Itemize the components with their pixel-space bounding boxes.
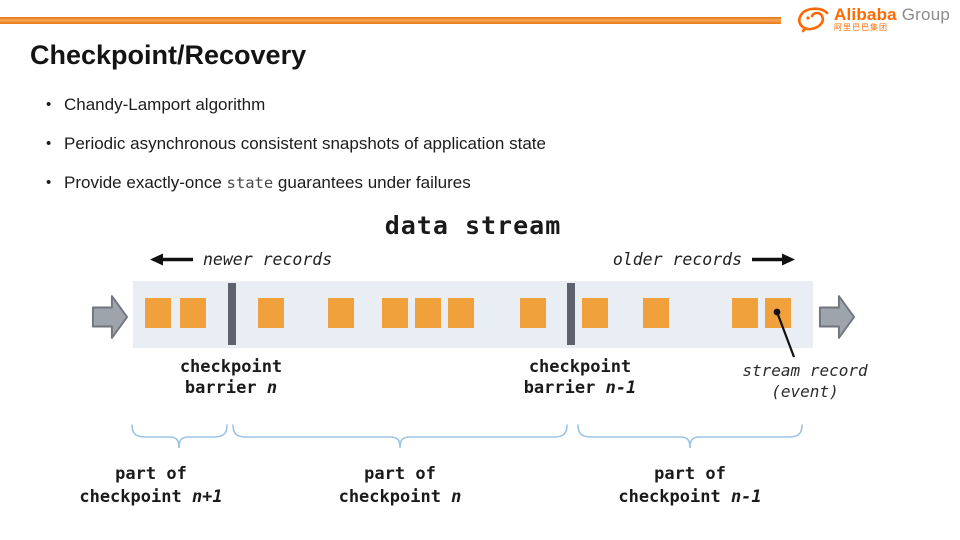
newer-records-label-group: newer records [150, 250, 332, 269]
stream-record-square [382, 298, 408, 328]
label-line: checkpoint [528, 357, 632, 377]
brace-checkpoint-n1-minus [577, 424, 803, 449]
label-line: checkpoint n-1 [618, 486, 761, 509]
stream-record-square [643, 298, 669, 328]
stream-record-square [180, 298, 206, 328]
stream-band [133, 281, 813, 348]
alibaba-smiley-icon [798, 7, 829, 33]
stream-record-label: stream record (event) [742, 360, 867, 402]
bullet-text: Periodic asynchronous consistent snapsho… [64, 134, 546, 153]
stream-record-square [328, 298, 354, 328]
label-var: n-1 [605, 378, 637, 398]
part-of-checkpoint-n1-plus-label: part of checkpoint n+1 [79, 463, 222, 509]
part-of-checkpoint-n-label: part of checkpoint n [339, 463, 462, 509]
label-text: checkpoint [338, 487, 452, 507]
logo-cjk-text: 阿里巴巴集团 [834, 23, 889, 32]
label-line: checkpoint n+1 [79, 486, 222, 509]
label-line: checkpoint n [339, 486, 462, 509]
older-records-label: older records [612, 250, 742, 269]
bullet-text: Chandy-Lamport algorithm [64, 95, 266, 114]
bullet-item: Chandy-Lamport algorithm [46, 94, 546, 116]
label-var: n [451, 487, 462, 507]
stream-record-square [415, 298, 441, 328]
inflow-arrow-icon [91, 295, 129, 339]
newer-records-label: newer records [203, 250, 333, 269]
label-text: barrier [523, 378, 606, 398]
label-line: barrier n [180, 378, 282, 399]
older-records-label-group: older records [613, 250, 795, 269]
stream-record-square [448, 298, 474, 328]
bullet-item: Provide exactly-once state guarantees un… [46, 172, 546, 194]
label-text: barrier [184, 378, 267, 398]
stream-record-square [258, 298, 284, 328]
bullet-text: guarantees under failures [273, 173, 471, 192]
brace-checkpoint-n1-plus [131, 424, 228, 449]
arrow-left-icon [150, 253, 193, 266]
checkpoint-barrier-n-label: checkpoint barrier n [180, 357, 282, 399]
label-line: barrier n-1 [524, 378, 637, 399]
stream-record-square [520, 298, 546, 328]
label-text: checkpoint [79, 487, 192, 507]
bullet-code-text: state [226, 174, 274, 192]
label-text: checkpoint [618, 487, 731, 507]
brace-checkpoint-n [232, 424, 568, 449]
logo-suffix: Group [896, 5, 950, 24]
label-line: checkpoint [179, 357, 283, 377]
logo-brand: Alibaba [834, 5, 897, 24]
label-line: part of [115, 464, 187, 484]
label-var: n [266, 378, 278, 398]
label-var: n-1 [730, 487, 762, 507]
label-var: n+1 [191, 487, 223, 507]
stream-record-square [582, 298, 608, 328]
diagram-title: data stream [384, 211, 562, 240]
bullet-item: Periodic asynchronous consistent snapsho… [46, 133, 546, 155]
bullet-text: Provide exactly-once [64, 173, 227, 192]
checkpoint-barrier-bar [228, 283, 236, 345]
stream-record-pointer-line [773, 308, 796, 358]
checkpoint-barrier-bar [567, 283, 575, 345]
stream-record-square [732, 298, 758, 328]
stream-record-square [145, 298, 171, 328]
bullet-list: Chandy-Lamport algorithm Periodic asynch… [46, 94, 546, 211]
logo-text: Alibaba Group 阿里巴巴集团 [834, 6, 950, 32]
label-line: stream record [742, 361, 868, 380]
accent-bar [0, 17, 781, 24]
page-title: Checkpoint/Recovery [30, 40, 307, 70]
alibaba-logo: Alibaba Group 阿里巴巴集团 [796, 6, 950, 34]
part-of-checkpoint-n1-minus-label: part of checkpoint n-1 [618, 463, 761, 509]
checkpoint-barrier-n1-label: checkpoint barrier n-1 [524, 357, 637, 399]
label-line: part of [654, 464, 726, 484]
label-line: part of [364, 464, 436, 484]
label-line: (event) [771, 382, 839, 401]
arrow-right-icon [752, 253, 795, 266]
outflow-arrow-icon [818, 295, 856, 339]
